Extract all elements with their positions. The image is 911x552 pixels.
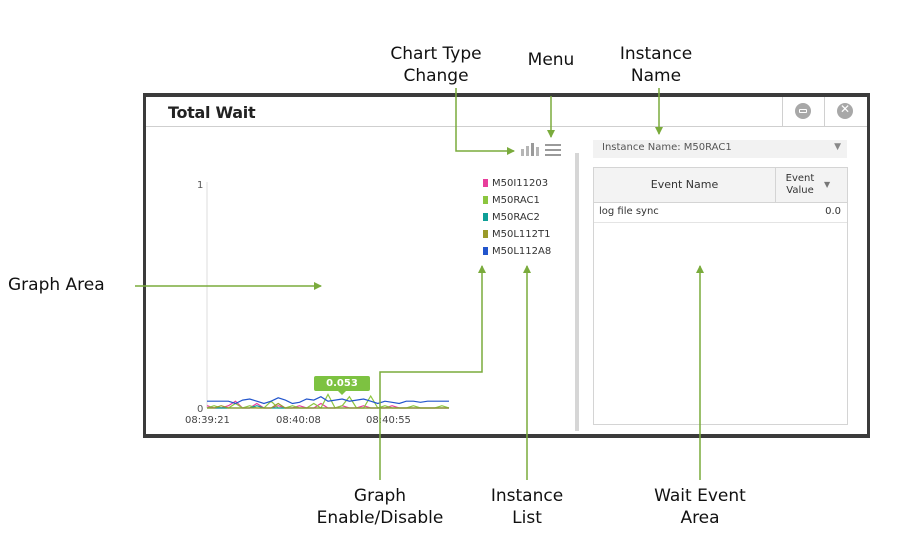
y-axis-max-label: 1 <box>197 180 204 191</box>
legend-swatch <box>483 179 488 187</box>
callout-graph-enable-disable: Graph Enable/Disable <box>316 486 444 528</box>
hamburger-menu-icon[interactable] <box>545 144 561 156</box>
callout-menu: Menu <box>527 50 575 70</box>
table-row[interactable]: log file sync 0.0 <box>594 203 847 223</box>
window-body: Total Wait ✕ 1 0 08:39:21 08:40:08 08:40… <box>146 97 867 434</box>
legend-swatch <box>483 230 488 238</box>
instance-name-select[interactable]: Instance Name: M50RAC1 ▼ <box>593 140 847 158</box>
x-tick-label: 08:40:08 <box>276 415 321 426</box>
minimize-button[interactable] <box>782 97 823 126</box>
x-tick-label: 08:40:55 <box>366 415 411 426</box>
column-header-event-name[interactable]: Event Name <box>594 168 776 202</box>
legend-item[interactable]: M50RAC1 <box>483 192 551 209</box>
callout-graph-area: Graph Area <box>8 275 105 295</box>
legend-swatch <box>483 247 488 255</box>
event-name-cell: log file sync <box>599 206 659 217</box>
bar-chart-icon[interactable] <box>520 142 540 156</box>
callout-instance-list: Instance List <box>490 486 564 528</box>
legend-item[interactable]: M50L112T1 <box>483 226 551 243</box>
legend-item[interactable]: M50RAC2 <box>483 209 551 226</box>
callout-wait-event-area: Wait Event Area <box>654 486 746 528</box>
value-tooltip: 0.053 <box>314 376 370 395</box>
arrow-graph-enable-disable <box>379 265 486 480</box>
minimize-icon <box>795 103 811 119</box>
callout-chart-type-change: Chart Type Change <box>390 44 482 86</box>
wait-event-table: Event Name Event Value ▼ log file sync 0… <box>593 167 848 425</box>
series-line-m50rac1 <box>206 393 450 409</box>
arrow-chart-type-change <box>455 88 515 155</box>
y-axis-min-label: 0 <box>197 404 204 415</box>
graph-area[interactable] <box>201 177 461 417</box>
legend-swatch <box>483 196 488 204</box>
dropdown-arrow-icon: ▼ <box>834 142 841 152</box>
callout-instance-name: Instance Name <box>619 44 693 86</box>
window-title: Total Wait <box>168 103 256 122</box>
x-tick-label: 08:39:21 <box>185 415 230 426</box>
instance-name-label: Instance Name: <box>602 142 681 153</box>
table-header: Event Name Event Value ▼ <box>594 168 847 203</box>
series-line-m50l112t1 <box>207 402 449 409</box>
legend-item[interactable]: M50L112A8 <box>483 243 551 260</box>
sort-down-icon[interactable]: ▼ <box>824 180 831 189</box>
column-header-event-value[interactable]: Event Value <box>785 173 815 196</box>
panel-splitter[interactable] <box>575 153 579 431</box>
close-icon: ✕ <box>837 102 853 119</box>
series-line-m50l112a8 <box>207 396 449 405</box>
instance-name-value: M50RAC1 <box>683 142 732 153</box>
legend-swatch <box>483 213 488 221</box>
title-divider <box>146 126 867 127</box>
instance-list: M50I11203 M50RAC1 M50RAC2 M50L112T1 M50L… <box>483 175 551 260</box>
close-button[interactable]: ✕ <box>824 97 865 126</box>
event-value-cell: 0.0 <box>825 206 841 217</box>
legend-item[interactable]: M50I11203 <box>483 175 551 192</box>
